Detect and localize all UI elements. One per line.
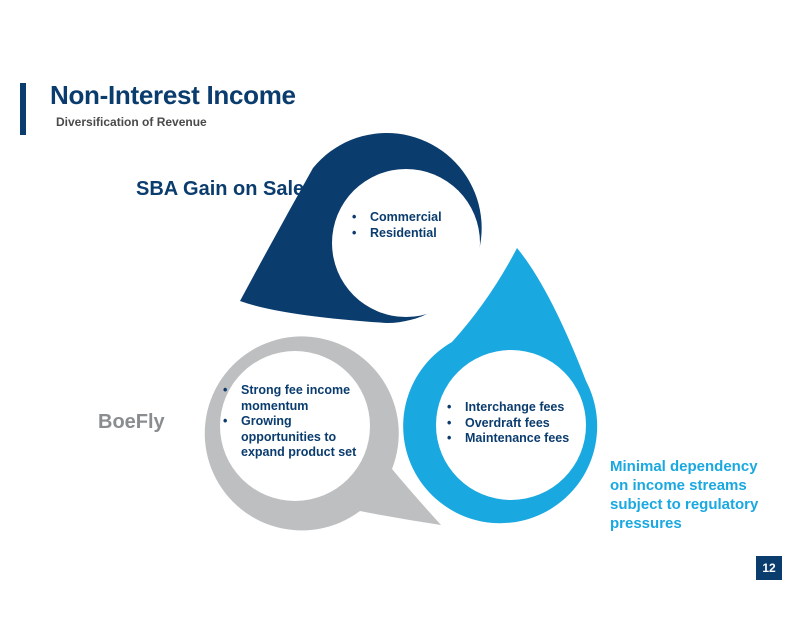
list-item: Growing opportunities to expand product … — [223, 414, 373, 461]
title-accent-bar — [20, 83, 26, 135]
boefly-bullet-list: Strong fee income momentum Growing oppor… — [223, 383, 373, 461]
fees-bullet-list: Interchange fees Overdraft fees Maintena… — [447, 400, 597, 447]
list-item: Residential — [352, 226, 442, 242]
page-number-badge: 12 — [756, 556, 782, 580]
sba-gain-on-sale-label: SBA Gain on Sale — [136, 178, 305, 200]
page-title: Non-Interest Income — [50, 80, 296, 110]
list-item: Overdraft fees — [447, 416, 597, 432]
list-item: Maintenance fees — [447, 431, 597, 447]
boefly-label: BoeFly — [98, 411, 165, 433]
list-item: Interchange fees — [447, 400, 597, 416]
list-item: Commercial — [352, 210, 442, 226]
list-item: Strong fee income momentum — [223, 383, 373, 414]
sba-inner-circle — [332, 169, 480, 317]
sba-bullet-list: Commercial Residential — [352, 210, 442, 241]
page-subtitle: Diversification of Revenue — [56, 115, 207, 129]
minimal-dependency-label: Minimal dependency on income streams sub… — [610, 458, 759, 532]
